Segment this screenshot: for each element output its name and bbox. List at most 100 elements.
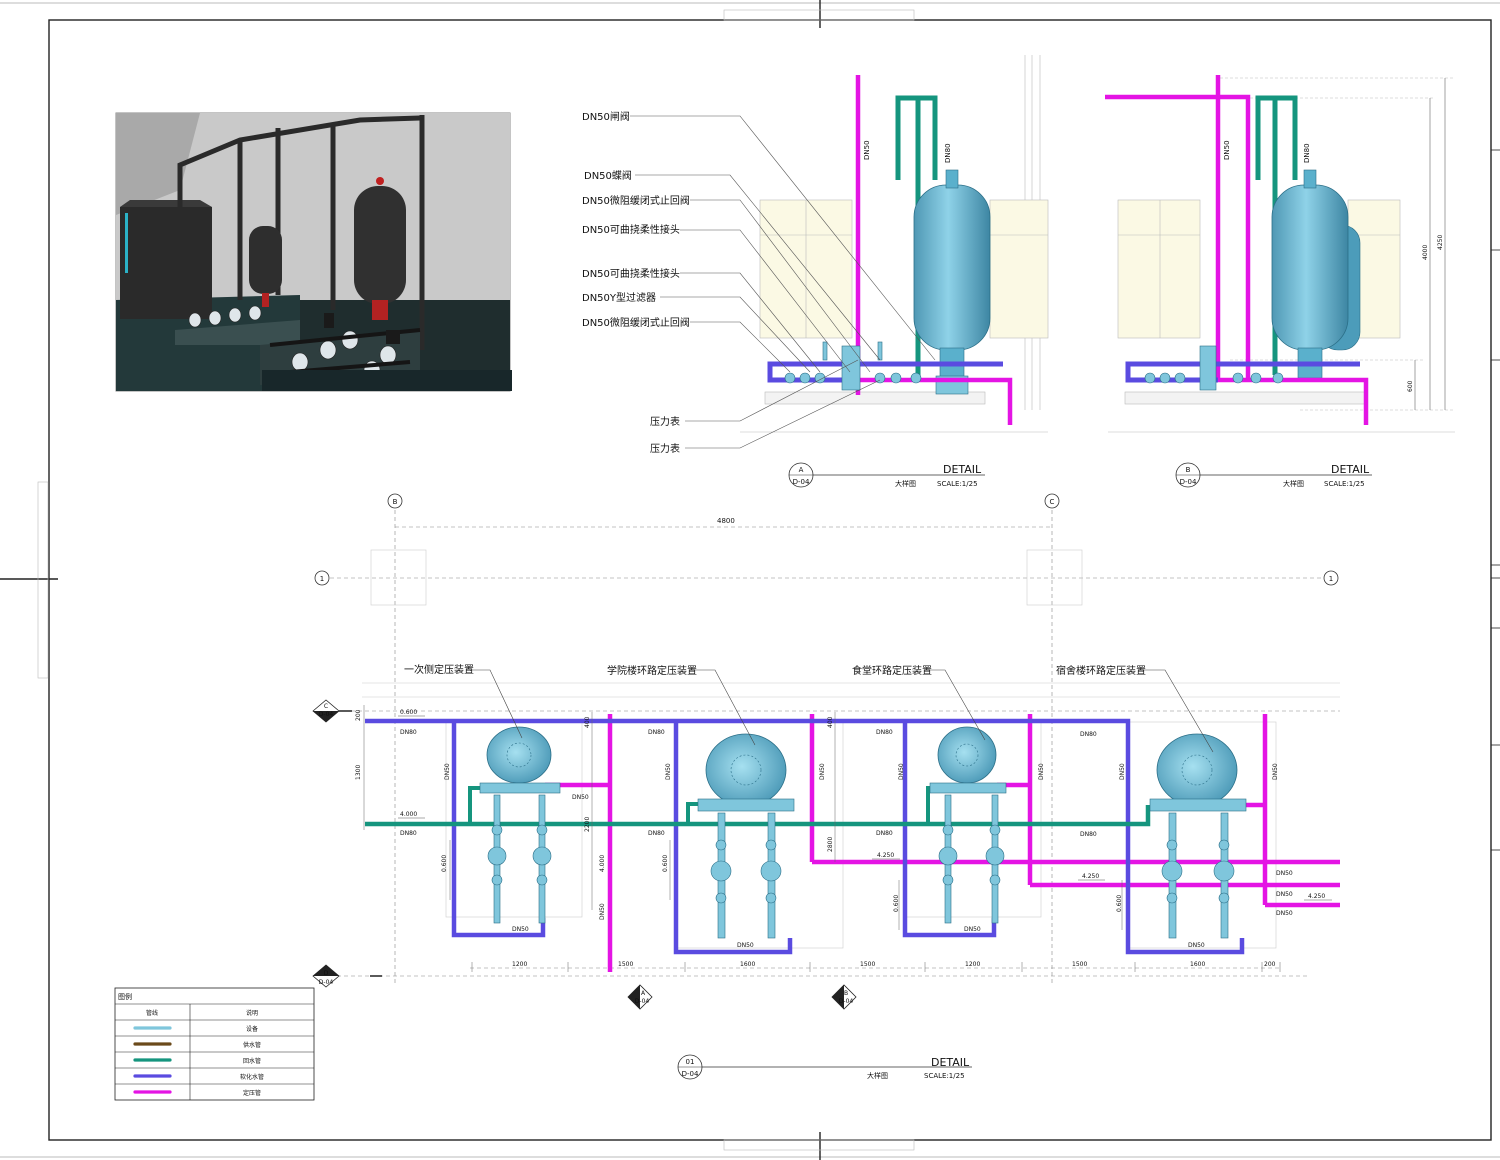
elev-4250-1: 4.250: [877, 852, 894, 859]
label-dorm-loop-unit: 宿舍楼环路定压装置: [1056, 664, 1146, 677]
detail-b-subtitle: 大样图: [1283, 479, 1304, 488]
tag-dn50-v2: DN50: [665, 763, 672, 780]
detail-a-subtitle: 大样图: [895, 479, 916, 488]
tag-dn50-1: DN50: [572, 794, 589, 801]
plan-tag: 01: [686, 1058, 695, 1066]
bdim-1500-2: 1500: [860, 961, 875, 968]
callout-check-valve-1: DN50微阻缓闭式止回阀: [582, 194, 690, 207]
tag-dn50-8: DN50: [1276, 910, 1293, 917]
svg-text:D-04: D-04: [319, 979, 334, 986]
detail-a: DN50 DN80 DN50闸阀 DN50蝶阀 DN50微阻缓闭式止回阀 DN5…: [582, 55, 1049, 488]
pipe-label-dn80: DN80: [944, 143, 952, 163]
vdim-400-2: 400: [827, 716, 834, 728]
detail-b-scale: SCALE:1/25: [1324, 480, 1365, 488]
tag-dn50-v6: DN50: [1119, 763, 1126, 780]
section-marker-c: C D-04: [312, 699, 352, 723]
plan-sheet: D-04: [682, 1070, 699, 1078]
label-primary-pressure-unit: 一次侧定压装置: [404, 663, 474, 676]
detail-b-sheet: D-04: [1180, 478, 1197, 486]
tag-dn50-v7: DN50: [1272, 763, 1279, 780]
tag-dn50-4: DN50: [964, 926, 981, 933]
plan-subtitle: 大样图: [867, 1071, 888, 1080]
vdim-2200: 2200: [584, 817, 591, 832]
callout-butterfly-valve: DN50蝶阀: [584, 169, 632, 182]
grid-1-left: 1: [320, 575, 324, 583]
detail-a-tag: A: [799, 466, 804, 474]
legend-table: 图例 管线 说明 设备 供水管 回水管 软化水管 定压管: [114, 987, 315, 1101]
legend-title: 图例: [118, 992, 132, 1001]
vdim-0600-2: 0.600: [662, 855, 669, 872]
callout-gate-valve: DN50闸阀: [582, 110, 630, 123]
bdim-1600-2: 1600: [1190, 961, 1205, 968]
tag-dn80-1: DN80: [400, 729, 417, 736]
3d-render-image: [115, 112, 512, 392]
vdim-0600-1: 0.600: [441, 855, 448, 872]
tag-dn50-v1: DN50: [444, 763, 451, 780]
dim-4250: 4250: [1437, 235, 1444, 250]
legend-desc-supply: 供水管: [243, 1041, 261, 1049]
plan-scale: SCALE:1/25: [924, 1072, 965, 1080]
bdim-200: 200: [1264, 961, 1276, 968]
callout-pressure-gauge-1: 压力表: [650, 415, 680, 428]
bdim-1600-1: 1600: [740, 961, 755, 968]
svg-text:D: D: [324, 970, 329, 977]
vdim-4000: 4.000: [599, 855, 606, 872]
callout-pressure-gauge-2: 压力表: [650, 442, 680, 455]
tag-dn50-5: DN50: [1188, 942, 1205, 949]
detail-b-tag: B: [1186, 466, 1191, 474]
elev-0600: 0.600: [400, 709, 417, 716]
legend-col-desc: 说明: [246, 1009, 258, 1017]
tag-dn80-6: DN80: [648, 830, 665, 837]
dim-4000: 4000: [1422, 245, 1429, 260]
vdim-2800: 2800: [827, 837, 834, 852]
tag-dn50-v8: DN50: [599, 903, 606, 920]
svg-text:D-04: D-04: [839, 998, 854, 1005]
tag-dn80-3: DN80: [876, 729, 893, 736]
elev-4250-2: 4.250: [1082, 873, 1099, 880]
tag-dn50-6: DN50: [1276, 870, 1293, 877]
legend-desc-soft-water: 软化水管: [240, 1073, 264, 1081]
section-marker-d: D D-04: [312, 964, 382, 988]
plan-title: DETAIL: [931, 1056, 970, 1069]
grid-c: C: [1050, 498, 1055, 506]
dim-4800: 4800: [717, 517, 735, 525]
bdim-1500-1: 1500: [618, 961, 633, 968]
pipe-label-dn50: DN50: [863, 140, 871, 160]
grid-1-right: 1: [1329, 575, 1333, 583]
dim-600: 600: [1407, 380, 1414, 392]
tag-dn50-v4: DN50: [898, 763, 905, 780]
tag-dn50-3: DN50: [737, 942, 754, 949]
svg-text:A: A: [641, 990, 646, 997]
tag-dn80-8: DN80: [1080, 831, 1097, 838]
bdim-1200-1: 1200: [512, 961, 527, 968]
tag-dn80-4: DN80: [1080, 731, 1097, 738]
section-marker-a: A D-04: [627, 984, 653, 1010]
label-college-loop-unit: 学院楼环路定压装置: [607, 664, 697, 677]
unit-1: [479, 726, 561, 924]
tag-dn50-v5: DN50: [1038, 763, 1045, 780]
detail-b: 4000 4250 600 DN50 DN80 B D-04 DETAI: [1105, 75, 1455, 488]
tag-dn50-7: DN50: [1276, 891, 1293, 898]
section-marker-b: B D-04: [831, 984, 857, 1010]
grid-b: B: [393, 498, 398, 506]
detail-a-title: DETAIL: [943, 463, 982, 476]
detail-a-scale: SCALE:1/25: [937, 480, 978, 488]
callout-flexible-joint-1: DN50可曲挠柔性接头: [582, 223, 680, 236]
unit-3: [929, 726, 1007, 924]
vdim-0600-4: 0.600: [1116, 895, 1123, 912]
tag-dn80-2: DN80: [648, 729, 665, 736]
bdim-1200-2: 1200: [965, 961, 980, 968]
callout-y-strainer: DN50Y型过滤器: [582, 291, 656, 304]
legend-desc-return: 回水管: [243, 1057, 261, 1065]
unit-2: [697, 733, 795, 939]
tag-dn80-7: DN80: [876, 830, 893, 837]
bdim-1500-3: 1500: [1072, 961, 1087, 968]
svg-text:D-04: D-04: [635, 998, 650, 1005]
callout-check-valve-2: DN50微阻缓闭式止回阀: [582, 316, 690, 329]
vdim-200: 200: [355, 709, 362, 721]
pipe-label-dn50-b: DN50: [1223, 140, 1231, 160]
tag-dn50-2: DN50: [512, 926, 529, 933]
vdim-400-1: 400: [584, 716, 591, 728]
